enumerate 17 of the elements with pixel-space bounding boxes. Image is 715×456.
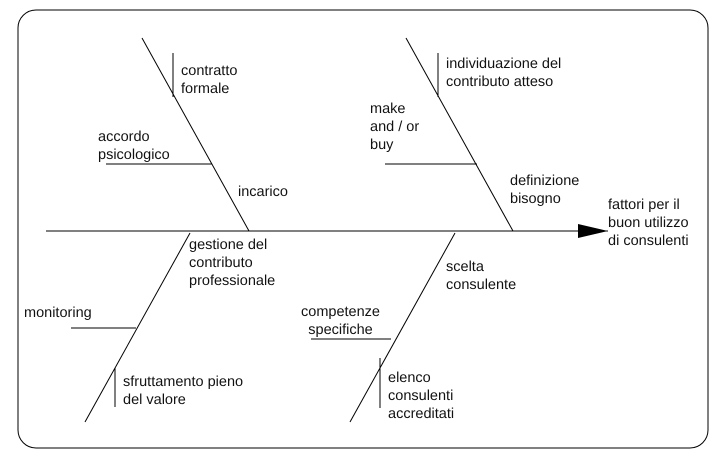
- cause-label: sfruttamento pieno del valore: [115, 373, 265, 409]
- category-label: gestione del contributo professionale: [189, 236, 276, 290]
- spine-arrow: [46, 224, 608, 238]
- leader-line: [310, 338, 392, 340]
- category-label: definizione bisogno: [510, 172, 580, 208]
- leader-line: [114, 368, 116, 408]
- cause-label: monitoring: [24, 304, 114, 328]
- cause-label: accordo psicologico: [98, 128, 188, 164]
- cause-label: elenco consulenti accreditati: [380, 369, 470, 423]
- cause-label: contratto formale: [173, 62, 253, 98]
- category-label: incarico: [238, 183, 289, 201]
- effect-label: fattori per il buon utilizzo di consulenti: [608, 196, 700, 250]
- cause-label: competenze specifiche: [290, 303, 391, 339]
- cause-label: individuazione del contributo atteso: [438, 55, 598, 91]
- category-label: scelta consulente: [446, 258, 518, 294]
- leader-line: [172, 52, 174, 98]
- cause-label: make and / or buy: [370, 100, 430, 164]
